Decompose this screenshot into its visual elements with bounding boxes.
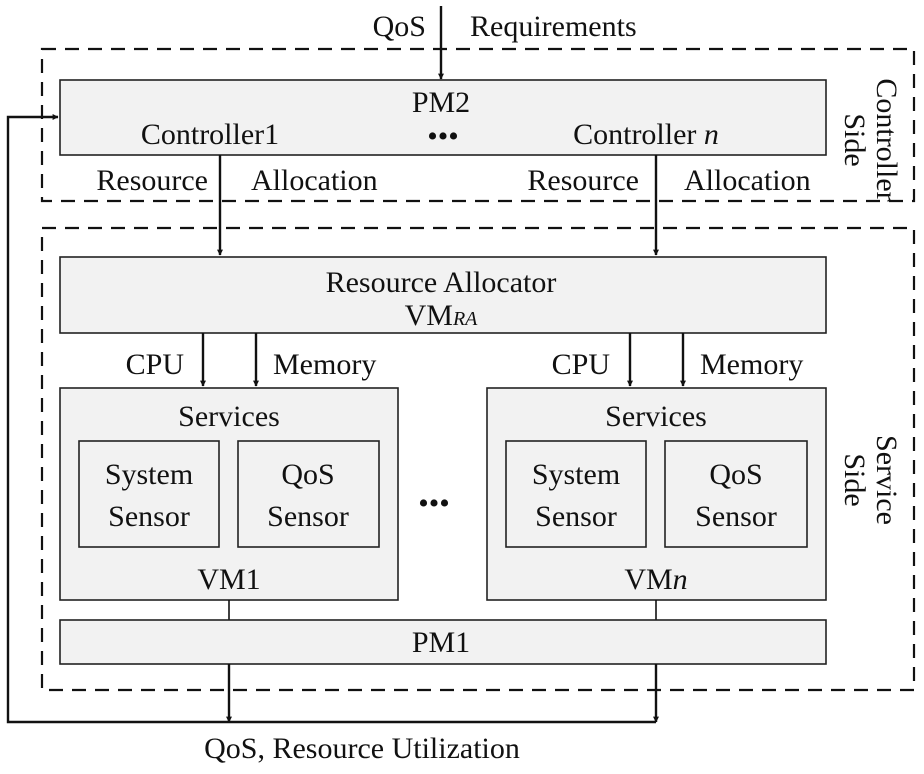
cpu-label-vm1: CPU: [126, 348, 185, 381]
vm1-qos-sensor-line2: Sensor: [267, 500, 349, 533]
svg-text:Service: Service: [870, 435, 903, 525]
memory-label-vm1: Memory: [273, 348, 376, 381]
vmn-services-label: Services: [605, 400, 707, 433]
svg-text:Controller: Controller: [870, 78, 903, 201]
pm1-box: [59, 619, 827, 665]
vm1-system-sensor-box: [78, 440, 220, 548]
vmn-qos-sensor-line2: Sensor: [695, 500, 777, 533]
vmn-qos-sensor-line1: QoS: [709, 458, 762, 491]
resource-label-right: Resource: [527, 164, 639, 197]
vmn-system-sensor-line1: System: [532, 458, 620, 491]
vm-ellipsis: •••: [418, 487, 450, 520]
vm1-qos-sensor-box: [237, 440, 380, 548]
resource-allocator-title: Resource Allocator: [326, 266, 557, 299]
vmn-qos-sensor-box: [664, 440, 808, 548]
memory-label-vmn: Memory: [700, 348, 803, 381]
vm1-system-sensor-line2: Sensor: [108, 500, 190, 533]
vm1-qos-sensor-line1: QoS: [281, 458, 334, 491]
feedback-loop-line: [6, 114, 656, 724]
bottom-output-label: QoS, Resource Utilization: [204, 732, 520, 765]
top-input-qos-label: QoS: [373, 10, 426, 43]
controller-side-frame: [40, 47, 916, 203]
vm1-services-label: Services: [178, 400, 280, 433]
controller-ellipsis: •••: [427, 120, 459, 153]
vmn-name: VMn: [624, 563, 687, 596]
vmn-system-sensor-line2: Sensor: [535, 500, 617, 533]
controller-side-label: Controller Side: [838, 78, 903, 201]
pm2-box: [59, 79, 827, 156]
resource-allocator-box: [59, 256, 827, 334]
pm1-title: PM1: [412, 626, 470, 659]
service-side-label: Service Side: [838, 435, 903, 525]
pm2-title: PM2: [412, 86, 470, 119]
vmn-system-sensor-box: [505, 440, 647, 548]
svg-text:Side: Side: [838, 453, 871, 506]
cpu-label-vmn: CPU: [552, 348, 611, 381]
allocation-label-left: Allocation: [251, 164, 378, 197]
allocation-label-right: Allocation: [684, 164, 811, 197]
resource-allocator-vm-label: VMRA: [405, 299, 479, 332]
vm1-name: VM1: [197, 563, 260, 596]
vm1-system-sensor-line1: System: [105, 458, 193, 491]
resource-label-left: Resource: [96, 164, 208, 197]
svg-text:Side: Side: [838, 113, 871, 166]
top-input-requirements-label: Requirements: [470, 10, 637, 43]
controller-1-label: Controller1: [141, 118, 279, 151]
controller-n-label: Controller n: [573, 118, 719, 151]
